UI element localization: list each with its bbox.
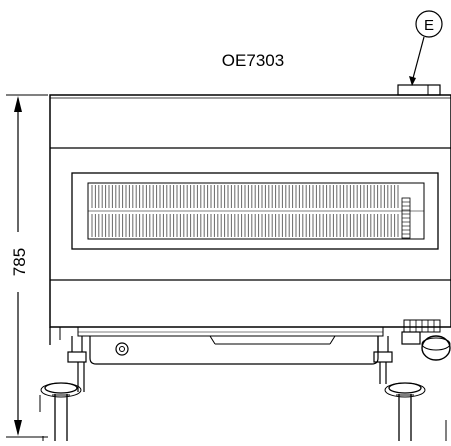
dimension-label: 785 [10, 248, 29, 276]
window-outer-frame [71, 172, 439, 250]
base-tray [89, 336, 379, 365]
model-label: OE7303 [222, 51, 284, 70]
callout-e: E [409, 10, 443, 86]
base-skirt [49, 326, 393, 365]
dimension-arrow-top [14, 96, 22, 112]
dimension-arrow-bottom [14, 420, 22, 436]
right-foot [384, 382, 426, 441]
callout-leader [411, 36, 425, 83]
callout-circle [415, 10, 443, 38]
vent-grille [91, 185, 399, 237]
left-foot [39, 382, 82, 441]
top-vent-fitting [397, 84, 441, 96]
callout-arrowhead [409, 76, 416, 86]
drain-valve-icon [115, 342, 129, 356]
height-dimension: 785 [6, 94, 48, 438]
callout-label: E [424, 17, 434, 34]
control-display-window [71, 172, 439, 250]
side-connector [401, 319, 451, 361]
